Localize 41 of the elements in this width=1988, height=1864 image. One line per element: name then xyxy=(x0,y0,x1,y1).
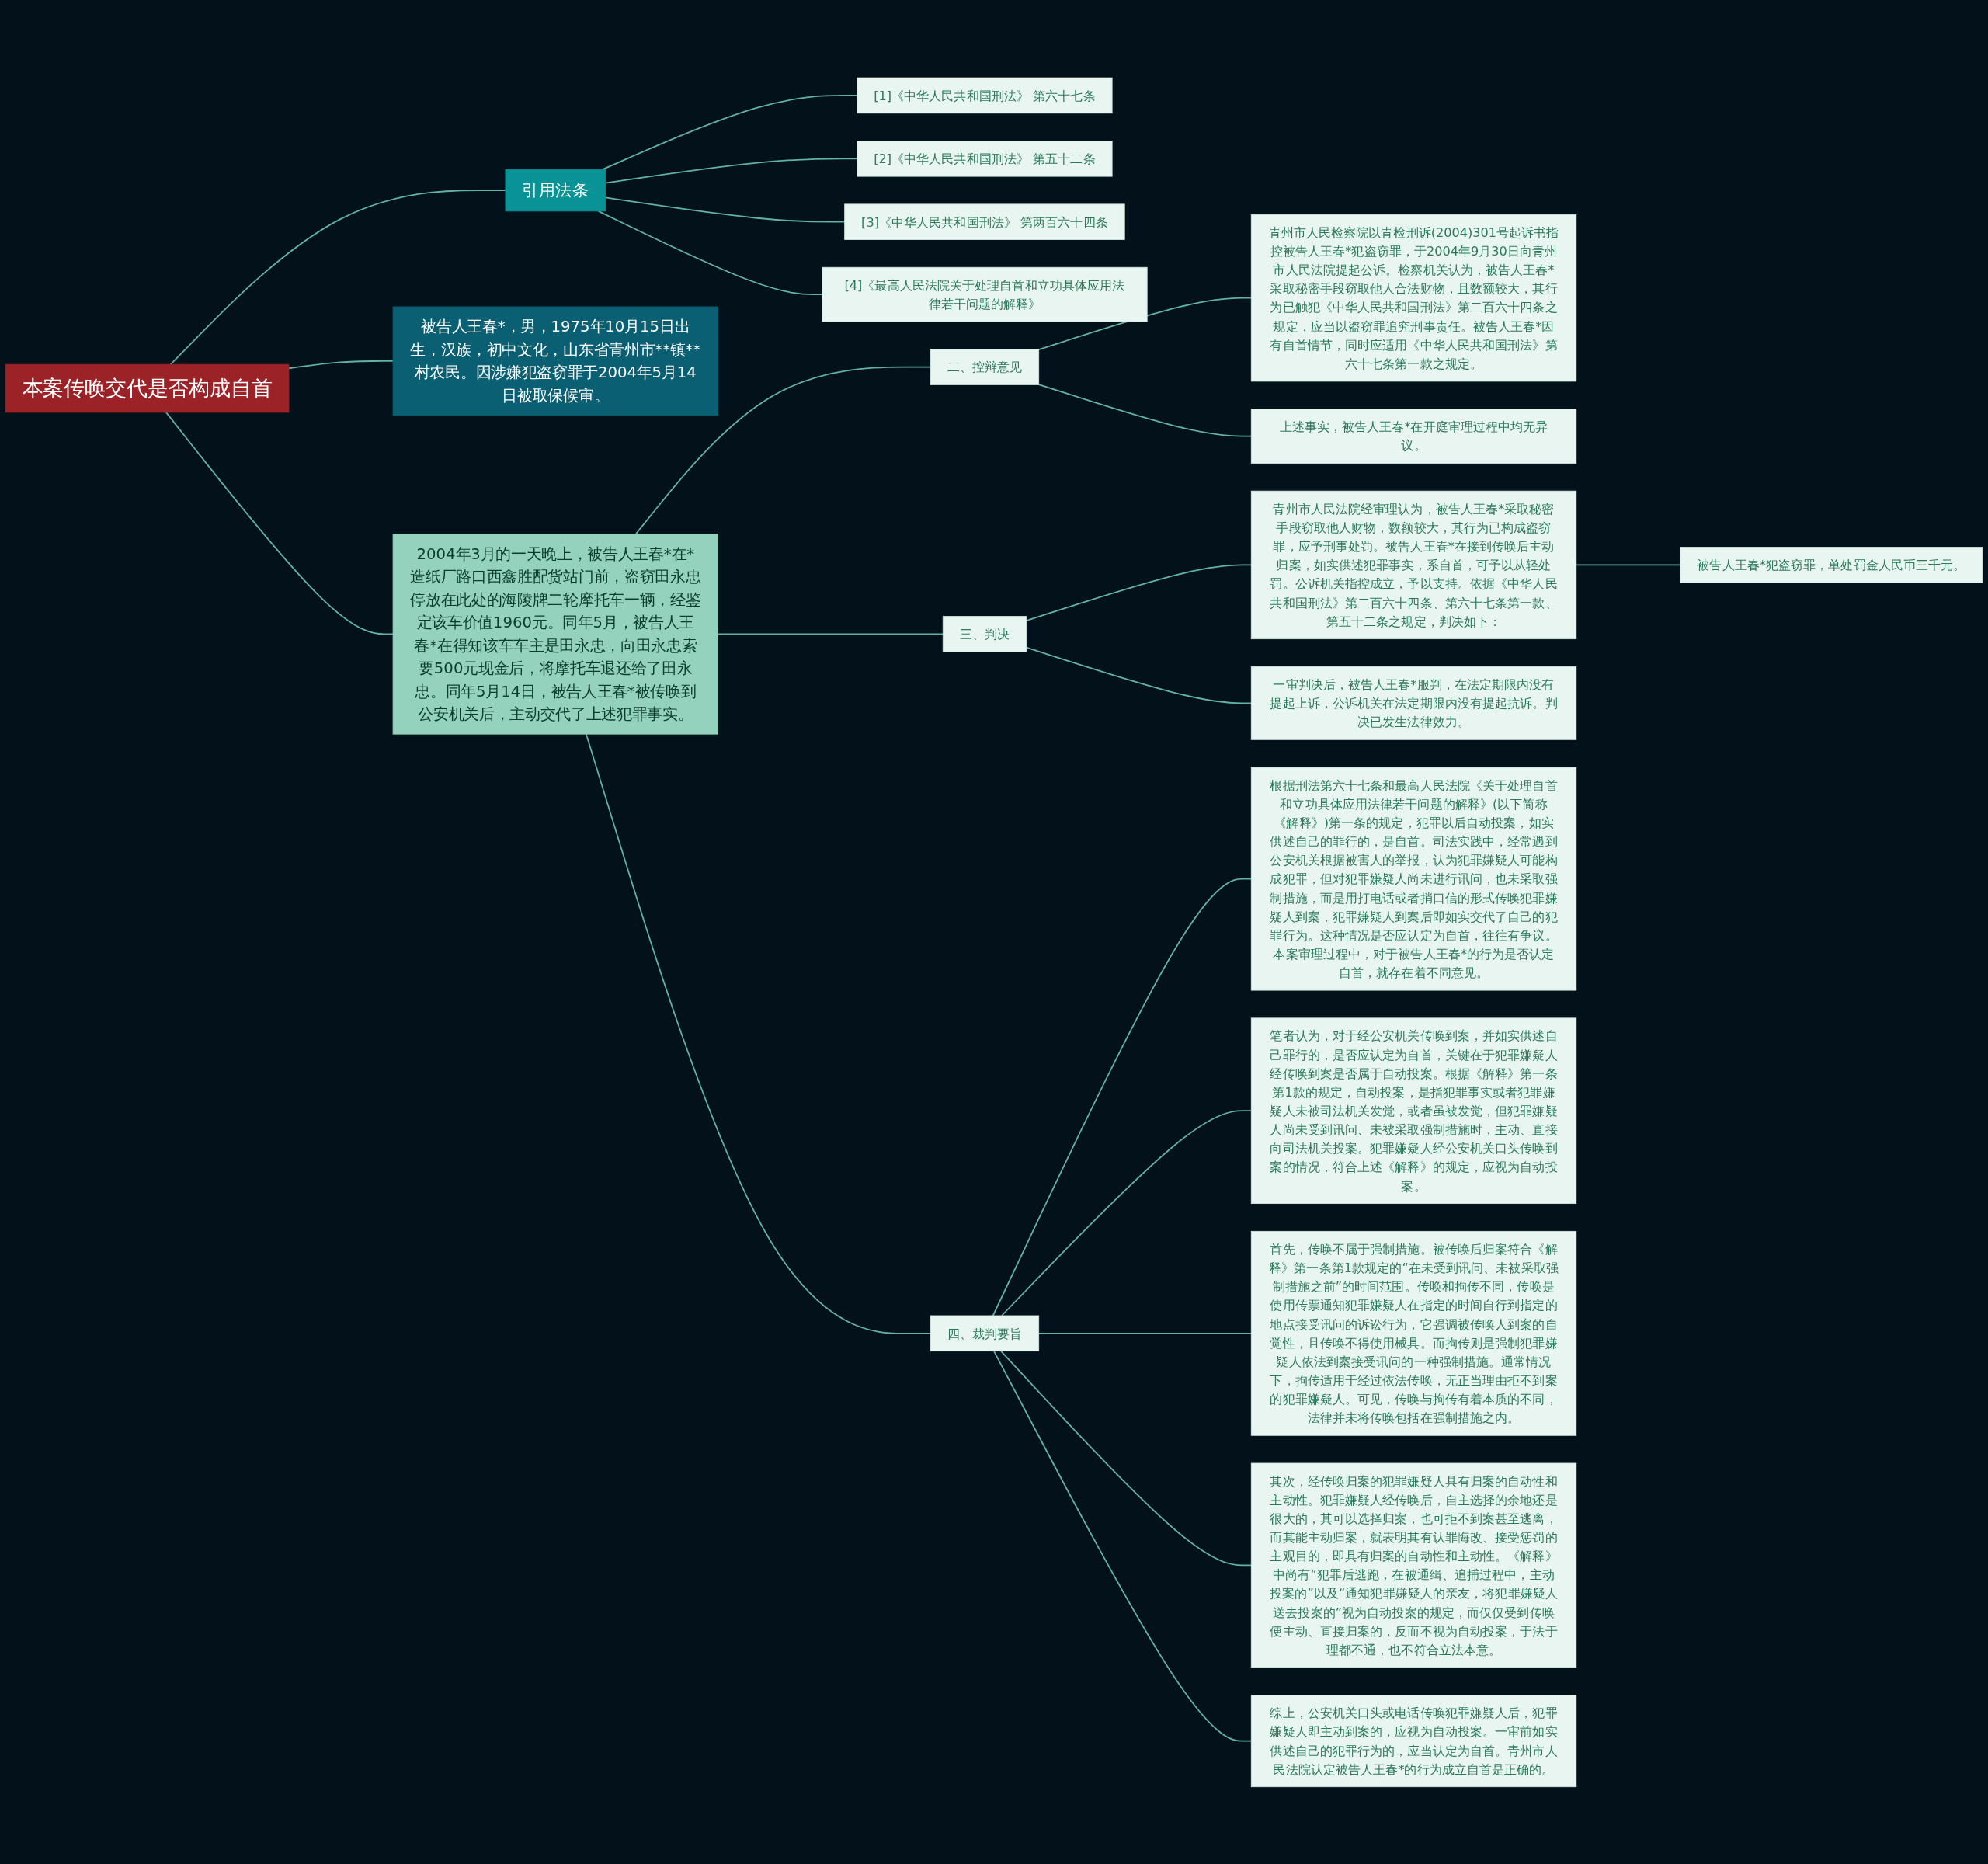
node-box: 一审判决后，被告人王春*服判，在法定期限内没有提起上诉，公诉机关在法定期限内没有提起抗诉。判决已发生法律效力。 xyxy=(1250,666,1577,740)
connector xyxy=(1037,297,1253,350)
connector xyxy=(634,366,932,535)
connector xyxy=(1025,646,1253,704)
node-box: 综上，公安机关口头或电话传唤犯罪嫌疑人后，犯罪嫌疑人即主动到案的，应视为自动投案。一审前如实供述自己的犯罪行为的，应当认定为自首。青州市人民法院认定被告人王春*的行为成立自首是正确的。 xyxy=(1250,1694,1577,1787)
connector xyxy=(604,158,858,183)
node-box: 首先，传唤不属于强制措施。被传唤后归案符合《解释》第一条第1款规定的“在未受到讯问、未被采取强制措施之前”的时间范围。传唤和拘传不同，传唤是使用传票通知犯罪嫌疑人在指定的时间自行到指定的地点接受讯问的诉讼行为，它强调被传唤人到案的自觉性，且传唤不得使用械具。而拘传则是强制犯罪嫌疑人依法到案接受讯问的一种强制措施。通常情况下，拘传适用于经过依法传唤，无正当理由拒不到案的犯罪嫌疑人。可见，传唤与拘传有着本质的不同，法律并未将传唤包括在强制措施之内。 xyxy=(1250,1230,1577,1436)
connector xyxy=(1000,1350,1253,1566)
connector xyxy=(992,878,1253,1316)
node-box: [2]《中华人民共和国刑法》 第五十二条 xyxy=(857,140,1113,177)
node-box: 引用法条 xyxy=(505,169,606,211)
connector xyxy=(604,196,846,223)
node-box: 青州市人民检察院以青检刑诉(2004)301号起诉书指控被告人王春*犯盗窃罪，于2004年9月30日向青州市人民法院提起公诉。检察机关认为，被告人王春*采取秘密手段窃取他人合法财物，且数额较大，其行为已触犯《中华人民共和国刑法》第二百六十四条之规定，应当以盗窃罪追究刑事责任。被告人王春*因有自首情节，同时应适用《中华人民共和国刑法》第六十七条第一款之规定。 xyxy=(1250,214,1577,381)
connector xyxy=(169,189,506,365)
connector xyxy=(1037,1332,1253,1334)
connector xyxy=(165,411,394,635)
node-box: [4]《最高人民法院关于处理自首和立功具体应用法律若干问题的解释》 xyxy=(822,266,1148,322)
node-box: 根据刑法第六十七条和最高人民法院《关于处理自首和立功具体应用法律若干问题的解释》(以下简称《解释》)第一条的规定，犯罪以后自动投案，如实供述自己的罪行的，是自首。司法实践中，经常遇到公安机关根据被害人的举报，认为犯罪嫌疑人可能构成犯罪，但对犯罪嫌疑人尚未进行讯问，也未采取强制措施，而是用打电话或者捎口信的形式传唤犯罪嫌疑人到案，犯罪嫌疑人到案后即如实交代了自己的犯罪行为。这种情况是否应认定为自首，往往有争议。本案审理过程中，对于被告人王春*的行为是否认定自首，就存在着不同意见。 xyxy=(1250,767,1577,991)
connector xyxy=(993,1350,1253,1742)
node-box: 四、裁判要旨 xyxy=(930,1315,1040,1351)
node-box: 二、控辩意见 xyxy=(930,348,1040,385)
connector xyxy=(597,210,823,295)
node-box: 上述事实，被告人王春*在开庭审理过程中均无异议。 xyxy=(1250,408,1577,464)
connector xyxy=(585,732,932,1334)
node-box: [3]《中华人民共和国刑法》 第两百六十四条 xyxy=(844,203,1125,240)
node-box: 2004年3月的一天晚上，被告人王春*在*造纸厂路口西鑫胜配货站门前，盗窃田永忠停放在此处的海陵牌二轮摩托车一辆，经鉴定该车价值1960元。同年5月，被告人王春*在得知该车车主是田永忠，向田永忠索要500元现金后，将摩托车退还给了田永忠。同年5月14日，被告人王春*被传唤到公安机关后，主动交代了上述犯罪事实。 xyxy=(392,533,718,735)
node-box: 被告人王春*，男，1975年10月15日出生，汉族，初中文化，山东省青州市**镇**村农民。因涉嫌犯盗窃罪于2004年5月14日被取保候审。 xyxy=(392,306,718,416)
connector xyxy=(717,633,944,635)
connector xyxy=(1575,564,1681,565)
node-box: 青州市人民法院经审理认为，被告人王春*采取秘密手段窃取他人财物，数额较大，其行为已构成盗窃罪，应予刑事处罚。被告人王春*在接到传唤后主动归案，如实供述犯罪事实，系自首，可予以从轻处罚。公诉机关指控成立，予以支持。依据《中华人民共和国刑法》第二百六十四条、第六十七条第一款、第五十二条之规定，判决如下： xyxy=(1250,490,1577,639)
connector xyxy=(1037,383,1253,436)
node-box: 笔者认为，对于经公安机关传唤到案，并如实供述自己罪行的，是否应认定为自首，关键在于犯罪嫌疑人经传唤到案是否属于自动投案。根据《解释》第一条第1款的规定，自动投案，是指犯罪事实或者犯罪嫌疑人未被司法机关发觉，或者虽被发觉，但犯罪嫌疑人尚未受到讯问、未被采取强制措施时，主动、直接向司法机关投案。犯罪嫌疑人经公安机关口头传唤到案的情况，符合上述《解释》的规定，应视为自动投案。 xyxy=(1250,1017,1577,1204)
connector xyxy=(602,94,858,170)
connector xyxy=(1025,564,1253,621)
node-box: 其次，经传唤归案的犯罪嫌疑人具有归案的自动性和主动性。犯罪嫌疑人经传唤后，自主选择的余地还是很大的，其可以选择归案，也可拒不到案甚至逃离，而其能主动归案，就表明其有认罪悔改、接受惩罚的主观目的，即具有归案的自动性和主动性。《解释》中尚有“犯罪后逃跑，在被通缉、追捕过程中，主动投案的”以及“通知犯罪嫌疑人的亲友，将犯罪嫌疑人送去投案的”视为自动投案的规定，而仅仅受到传唤便主动、直接归案的，反而不视为自动投案，于法于理都不通，也不符合立法本意。 xyxy=(1250,1462,1577,1668)
node-box: 三、判决 xyxy=(942,615,1027,652)
node-box: 本案传唤交代是否构成自首 xyxy=(5,363,290,412)
node-box: [1]《中华人民共和国刑法》 第六十七条 xyxy=(857,77,1113,113)
node-box: 被告人王春*犯盗窃罪，单处罚金人民币三千元。 xyxy=(1680,546,1983,583)
connector xyxy=(1001,1109,1253,1316)
connector xyxy=(288,360,394,369)
